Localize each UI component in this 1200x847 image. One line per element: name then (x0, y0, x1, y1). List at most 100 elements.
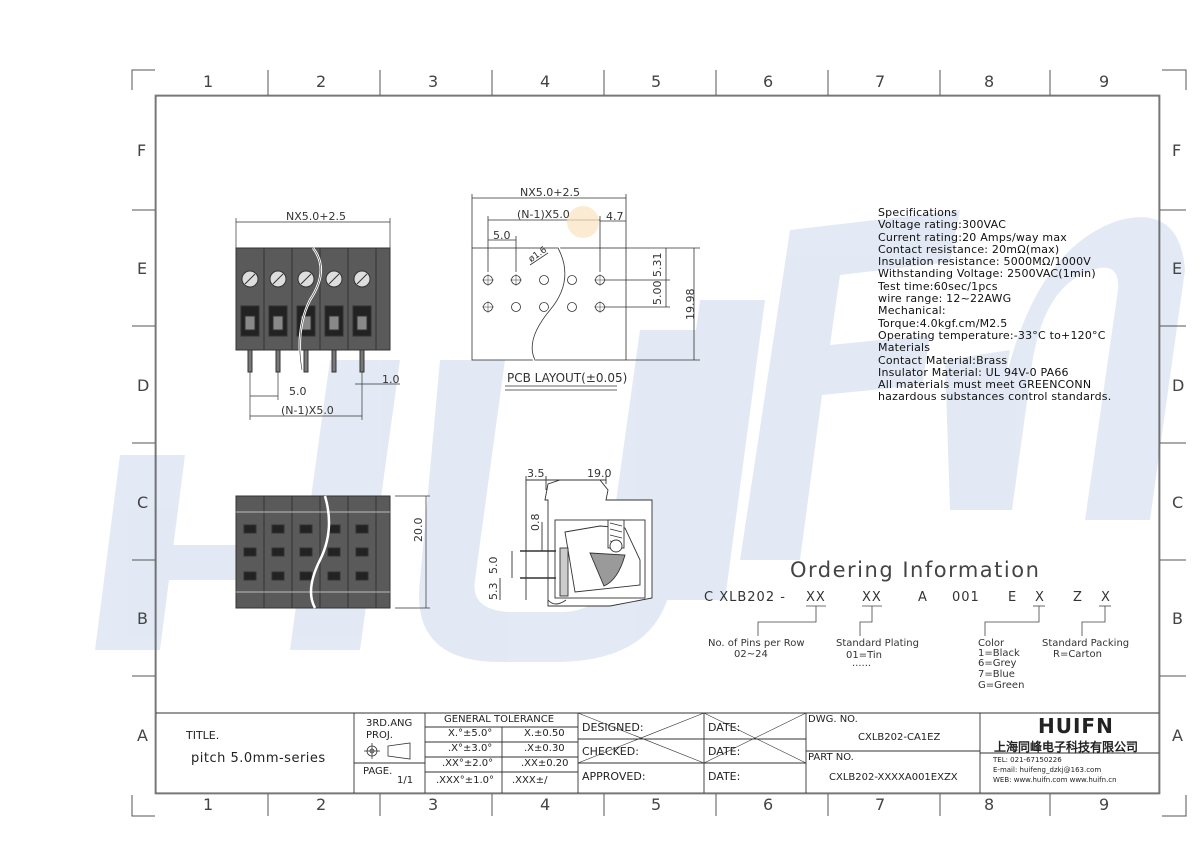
page-value: 1/1 (397, 775, 414, 786)
tolerance-cell: .XX°±2.0° (442, 758, 494, 769)
spec-line: Insulation resistance: 5000MΩ/1000V (878, 255, 1092, 269)
spec-line: Specifications (878, 206, 958, 219)
bottom-height-dim: 20.0 (412, 517, 425, 543)
row-label-a: A (137, 726, 148, 745)
side-offset-dim: 3.5 (527, 467, 545, 480)
pcb-height-dim: 19.98 (684, 288, 697, 321)
tolerance-header: GENERAL TOLERANCE (444, 714, 555, 725)
order-code-color: X (1035, 590, 1045, 605)
pcb-edge-dim: 4.7 (606, 210, 624, 223)
checked-label: CHECKED: (582, 745, 639, 758)
tolerance-cell: .XXX±/ (512, 775, 548, 786)
spec-line: Insulator Material: UL 94V-0 PA66 (878, 365, 1069, 379)
front-pitch-dim: 5.0 (289, 385, 307, 398)
plating-value: 01=Tin (846, 650, 883, 661)
date-label: DATE: (708, 721, 741, 734)
spec-line: Current rating:20 Amps/way max (878, 230, 1067, 244)
pins-per-row-label: No. of Pins per Row (708, 638, 805, 649)
company-logo: HUIFN (1038, 714, 1114, 738)
col-label-bottom-4: 4 (540, 795, 551, 814)
row-label-c: C (137, 493, 149, 512)
title-label: TITLE. (186, 729, 220, 742)
date-label: DATE: (708, 770, 741, 783)
sheet-frame (131, 69, 1187, 817)
order-code-plating: XX (862, 590, 882, 605)
company-web: WEB: www.huifn.com www.huifn.cn (993, 776, 1117, 784)
company-email: E-mail: huifeng_dzkj@163.com (993, 766, 1102, 774)
part-no-value: CXLB202-XXXXA001EXZX (829, 772, 958, 783)
col-label-bottom-1: 1 (203, 795, 214, 814)
designed-label: DESIGNED: (582, 721, 644, 734)
spec-line: Mechanical: (878, 304, 946, 318)
col-label-8: 8 (984, 72, 995, 91)
packing-label: Standard Packing (1042, 638, 1130, 649)
col-label-7: 7 (875, 72, 886, 91)
order-code-series: 001 (952, 590, 980, 605)
approved-label: APPROVED: (582, 770, 646, 783)
pcb-width-dim: NX5.0+2.5 (520, 186, 580, 199)
col-label-5: 5 (651, 72, 662, 91)
front-view-drawing (235, 247, 391, 373)
color-option: 6=Grey (978, 658, 1017, 669)
company-name: 上海同峰电子科技有限公司 (994, 740, 1139, 754)
spec-line: Torque:4.0kgf.cm/M2.5 (878, 316, 1008, 330)
row-label-b: B (137, 609, 148, 628)
dwg-no-value: CXLB202-CA1EZ (858, 732, 941, 743)
front-width-dim: NX5.0+2.5 (286, 210, 346, 223)
order-code-pins: XX (806, 590, 826, 605)
order-code-prefix: C XLB202 - (704, 590, 786, 605)
spec-line: Materials (878, 341, 931, 355)
order-code-z: Z (1073, 590, 1083, 605)
dwg-no-label: DWG. NO. (808, 714, 858, 725)
pins-per-row-range: 02~24 (734, 649, 768, 660)
side-pin-len-dim: 5.0 (487, 556, 500, 575)
front-span-dim: (N-1)X5.0 (281, 404, 334, 417)
order-code-a: A (918, 590, 928, 605)
date-label: DATE: (708, 745, 741, 758)
col-label-bottom-7: 7 (875, 795, 886, 814)
col-label-1: 1 (203, 72, 214, 91)
row-label-f: F (137, 141, 147, 160)
part-no-label: PART NO. (808, 752, 854, 763)
col-label-bottom-6: 6 (763, 795, 774, 814)
front-view-dimensions (235, 218, 400, 420)
page-label: PAGE. (363, 766, 393, 777)
color-option: 7=Blue (978, 669, 1015, 680)
row-label-right-d: D (1172, 376, 1185, 395)
packing-value: R=Carton (1053, 649, 1102, 660)
order-code-e: E (1008, 590, 1018, 605)
projection-symbol-icon (364, 742, 411, 760)
spec-line: wire range: 12~22AWG (878, 292, 1012, 306)
col-label-bottom-2: 2 (316, 795, 327, 814)
plating-more: ...... (852, 658, 872, 669)
row-label-right-f: F (1172, 141, 1182, 160)
col-label-6: 6 (763, 72, 774, 91)
color-option: G=Green (978, 680, 1025, 691)
col-label-4: 4 (540, 72, 551, 91)
pcb-top-dim: 5.31 (651, 252, 664, 278)
tolerance-cell: X.±0.50 (524, 728, 565, 739)
pcb-layout-caption: PCB LAYOUT(±0.05) (507, 371, 628, 385)
projection-label-2: PROJ. (366, 730, 393, 741)
spec-line: Test time:60sec/1pcs (878, 279, 998, 293)
pcb-layout-drawing (471, 194, 700, 391)
ordering-leaders (757, 605, 1111, 636)
highlight-dot (567, 206, 599, 238)
col-label-2: 2 (316, 72, 327, 91)
tolerance-cell: X.°±5.0° (448, 728, 493, 739)
row-label-right-e: E (1172, 259, 1183, 278)
side-view-drawing (499, 476, 653, 607)
col-label-bottom-8: 8 (984, 795, 995, 814)
spec-line: hazardous substances control standards. (878, 390, 1112, 404)
row-label-e: E (137, 259, 148, 278)
tolerance-cell: .X±0.30 (524, 743, 565, 754)
row-label-right-c: C (1172, 493, 1184, 512)
tolerance-cell: .XXX°±1.0° (436, 775, 495, 786)
col-label-9: 9 (1099, 72, 1110, 91)
bottom-view-drawing (235, 495, 430, 609)
pcb-row-dim: 5.00 (651, 280, 664, 306)
company-tel: TEL: 021-67150226 (993, 756, 1062, 764)
front-pin-dim: 1.0 (382, 373, 400, 386)
spec-line: Voltage rating:300VAC (878, 218, 1007, 232)
